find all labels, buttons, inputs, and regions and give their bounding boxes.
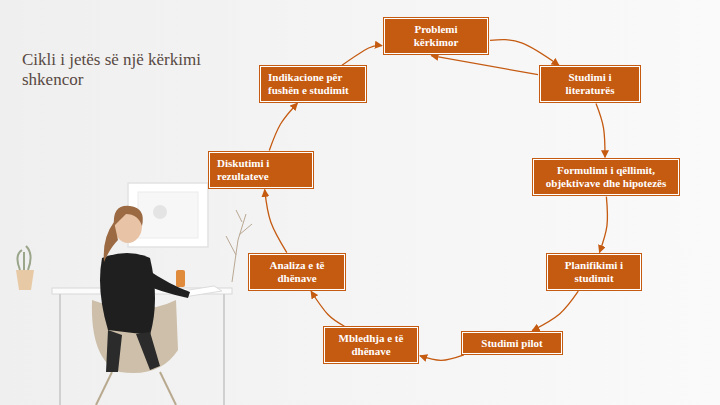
cycle-arrow [596, 104, 605, 158]
stage-box: Problemi kërkimor [384, 18, 488, 53]
stage-label: Diskutimi i rezultateve [217, 157, 305, 182]
cycle-arrow [599, 197, 607, 253]
stage-label: Indikacione për fushën e studimit [268, 71, 358, 96]
stage-box: Planifikimi i studimit [547, 254, 641, 289]
stage-label: Studimi i literaturës [548, 71, 632, 96]
stage-label: Studimi pilot [470, 337, 554, 350]
woman-figure [100, 206, 190, 372]
cycle-arrow [265, 190, 287, 253]
stage-box: Analiza e të dhënave [249, 254, 345, 289]
stage-box: Formulimi i qëllimit, objektivave dhe hi… [533, 159, 679, 194]
stage-label: Mbledhja e të dhënave [332, 332, 410, 357]
stage-box: Indikacione për fushën e studimit [260, 66, 366, 101]
plant-pot [16, 246, 34, 290]
cycle-arrow [490, 40, 559, 66]
cycle-arrow [532, 291, 578, 330]
cycle-arrow [269, 103, 297, 150]
diagram-title: Cikli i jetës së një kërkimi shkencor [22, 50, 254, 91]
stage-box: Mbledhja e të dhënave [324, 327, 418, 362]
cycle-arrow [431, 56, 538, 75]
cycle-arrow [311, 291, 344, 326]
cycle-arrow [420, 355, 464, 361]
cycle-arrow [342, 45, 382, 65]
stage-label: Planifikimi i studimit [555, 259, 633, 284]
stage-box: Studimi pilot [462, 332, 562, 355]
stage-box: Diskutimi i rezultateve [209, 152, 313, 187]
stage-label: Problemi kërkimor [392, 23, 480, 48]
stage-box: Studimi i literaturës [540, 66, 640, 101]
stage-label: Analiza e të dhënave [257, 259, 337, 284]
stage-label: Formulimi i qëllimit, objektivave dhe hi… [541, 164, 671, 189]
